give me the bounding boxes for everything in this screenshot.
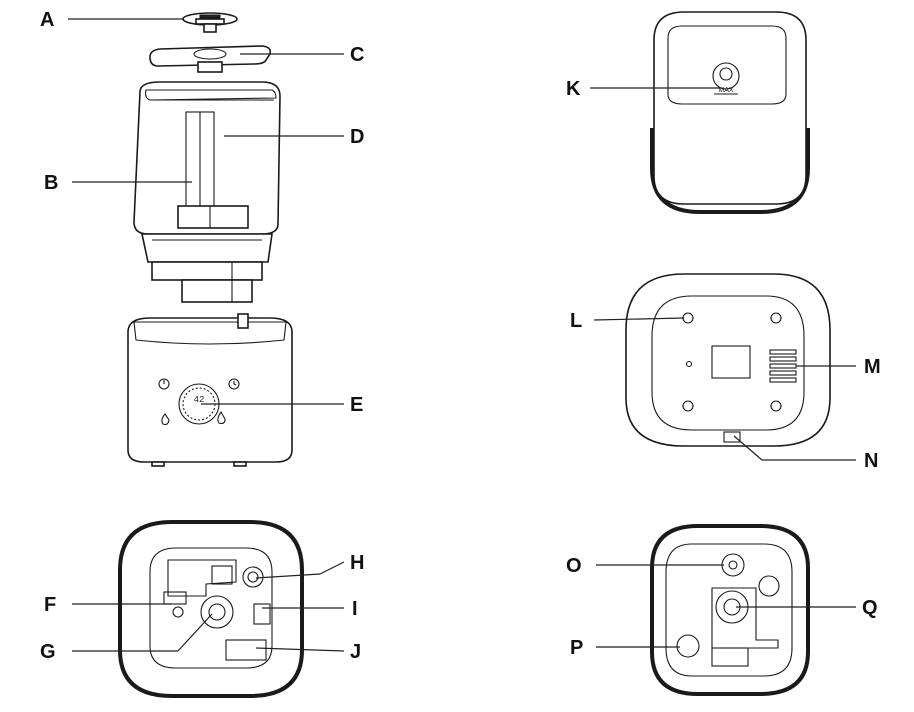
label-b: B	[44, 172, 58, 194]
tank-top-view: MAX	[650, 11, 810, 214]
base-bottom-view	[625, 273, 831, 447]
label-q: Q	[862, 597, 878, 619]
base-top-view	[118, 520, 304, 698]
mist-icon	[161, 413, 170, 426]
part-j-channel	[225, 639, 267, 661]
part-p-float	[676, 634, 700, 658]
timer-icon	[228, 378, 240, 390]
part-i-sensor	[253, 603, 271, 625]
label-o: O	[566, 555, 582, 577]
label-p: P	[570, 637, 583, 659]
screw-bottom-right	[770, 400, 782, 412]
part-f-clip	[163, 591, 187, 605]
bottom-plate	[711, 345, 751, 379]
label-n: N	[864, 450, 878, 472]
tank-bottom-view	[650, 524, 810, 696]
label-g: G	[40, 641, 56, 663]
display-reading: 42	[194, 395, 205, 405]
label-c: C	[350, 44, 364, 66]
power-icon	[158, 378, 170, 390]
callout-labels: A C B D E F G H I J K L M N O P Q	[40, 9, 881, 663]
part-o-valve	[721, 553, 745, 577]
label-a: A	[40, 9, 54, 31]
label-e: E	[350, 394, 363, 416]
label-l: L	[570, 310, 582, 332]
label-h: H	[350, 552, 364, 574]
screw-bottom-left	[682, 400, 694, 412]
label-m: M	[864, 356, 881, 378]
part-c-lid	[149, 45, 272, 73]
power-port	[723, 431, 741, 443]
label-f: F	[44, 594, 56, 616]
label-j: J	[350, 641, 361, 663]
max-marking: MAX	[718, 87, 734, 94]
label-i: I	[352, 598, 358, 620]
screw-top-right	[770, 312, 782, 324]
exploded-view: 42	[127, 12, 293, 467]
label-k: K	[566, 78, 581, 100]
part-e-base: 42	[127, 313, 293, 467]
part-g-atomizer	[200, 595, 234, 629]
part-h-knob	[242, 566, 264, 588]
vent-grille	[769, 349, 797, 383]
part-d-tank	[133, 81, 281, 303]
label-d: D	[350, 126, 364, 148]
part-a-cap	[182, 12, 238, 33]
humidity-icon	[217, 410, 226, 425]
leader-lines	[68, 18, 856, 652]
